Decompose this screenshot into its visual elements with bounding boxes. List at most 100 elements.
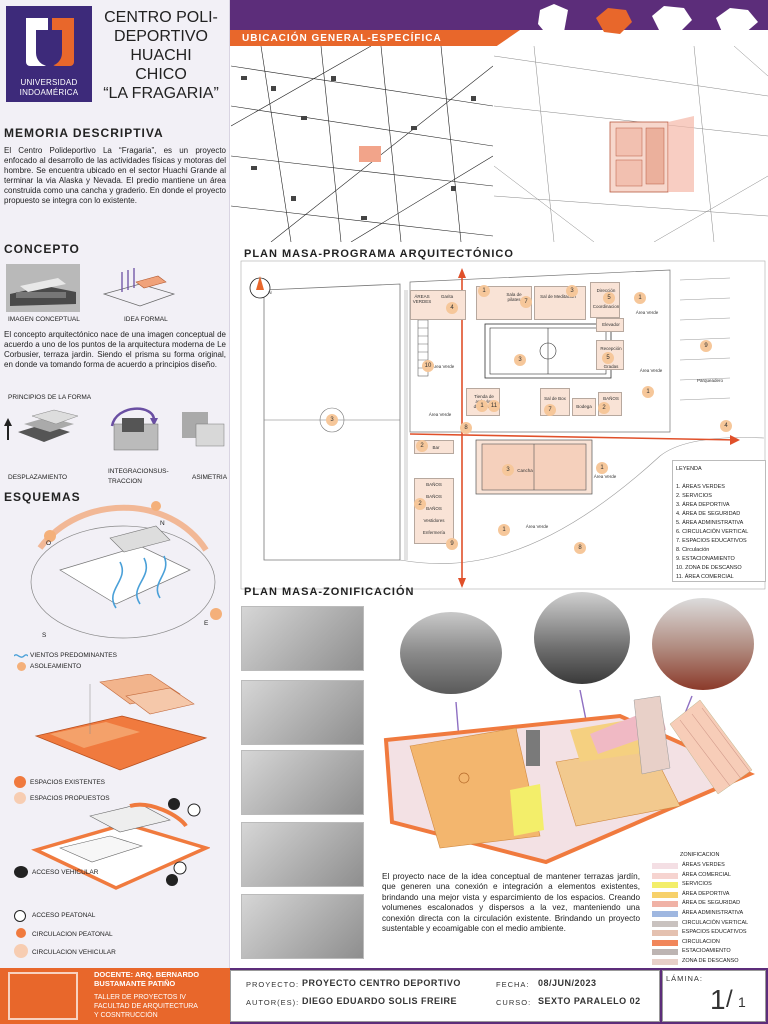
detail-photo-field: [400, 612, 502, 694]
zoning-legend-label: ÁREA COMERCIAL: [682, 871, 731, 878]
title-line-3: HUACHI: [130, 47, 192, 64]
zoning-legend-swatch: [652, 863, 678, 869]
footer-curso-label: CURSO:: [496, 998, 532, 1007]
university-logo: UNIVERSIDAD INDOAMÉRICA: [6, 6, 92, 102]
wind-legend-icon: [14, 654, 28, 658]
badge-3d: 3: [502, 464, 514, 476]
zonificacion-heading: PLAN MASA-ZONIFICACIÓN: [244, 586, 415, 598]
room-label-direccion: Dirección: [596, 288, 616, 293]
badge-2b: 2: [416, 440, 428, 452]
zoning-legend-label: ZONA DE DESCANSO: [682, 958, 739, 964]
site-photo-4: [241, 822, 364, 887]
badge-3a: 3: [566, 285, 578, 297]
title-line-4: CHICO: [135, 66, 187, 83]
room-label-vestidores: Vestidores: [423, 518, 445, 523]
badge-9b: 9: [446, 538, 458, 550]
badge-3b: 3: [514, 354, 526, 366]
principle-2-label-b: TRACCION: [108, 478, 142, 485]
compass-o: O: [46, 540, 52, 547]
pedestrian-circ-icon: [16, 928, 26, 938]
header-orange-strip: [230, 30, 520, 46]
badge-4b: 4: [720, 420, 732, 432]
zoning-legend-label: SERVICIOS: [682, 881, 712, 888]
access-diagram: [31, 798, 210, 890]
principle-2-label-a: INTEGRACIONSUS-: [108, 468, 169, 475]
zoning-legend-title: ZONIFICACION: [680, 852, 720, 858]
site-photo-2: [241, 680, 364, 745]
legend-item-8: 8. Circulación: [676, 547, 710, 553]
room-elevador: [596, 318, 624, 332]
logo-text-1: UNIVERSIDAD: [20, 78, 78, 87]
room-label-box: Sal de Box: [544, 396, 566, 401]
badge-4: 4: [446, 302, 458, 314]
badge-7b: 7: [544, 404, 556, 416]
room-label-banos-2: BAÑOS: [426, 482, 442, 487]
pedestrian-access-label: ACCESO PEATONAL: [32, 912, 96, 919]
specific-location-map: [494, 46, 768, 242]
room-label-parqueadero: Parqueadero: [696, 378, 724, 383]
lamina-total: 1: [738, 994, 746, 1010]
concept-image-caption: IMAGEN CONCEPTUAL: [8, 316, 80, 323]
pedestrian-circ-label: CIRCULACION PEATONAL: [32, 931, 113, 938]
room-label-area-verde-1: Área Verde: [635, 310, 659, 315]
room-label-pilates: Sala de pilates: [506, 292, 522, 302]
zoning-legend-label: CIRCULACIÓN VERTICAL: [682, 919, 749, 926]
zoning-legend-swatch: [652, 920, 678, 927]
plan-legend: [672, 460, 766, 582]
zoning-legend-swatch: [652, 882, 678, 889]
sun-wind-diagram: [30, 501, 222, 639]
zoning-legend-label: ÁREA ADMINISTRATIVA: [682, 910, 744, 916]
room-label-meditacion: Sal de Meditación: [540, 294, 576, 299]
legend-item-1: 1. ÁREAS VERDES: [676, 484, 725, 490]
zoning-legend-swatch: [652, 949, 678, 956]
footer-fecha-value: 08/JUN/2023: [538, 978, 597, 988]
zoning-legend-swatch: [652, 959, 678, 965]
zonificacion-text: El proyecto nace de la idea conceptual d…: [382, 872, 640, 934]
formal-idea-image: [102, 268, 176, 307]
esquemas-heading: ESQUEMAS: [4, 490, 81, 504]
badge-5b: 5: [602, 352, 614, 364]
room-label-bodega: Bodega: [576, 404, 592, 409]
location-maps: [538, 4, 758, 36]
badge-1c: 1: [642, 386, 654, 398]
site-photo-5: [241, 894, 364, 959]
room-label-areas-verdes: ÁREAS VERDES: [412, 294, 432, 304]
principle-3-label: ASIMETRIA: [192, 474, 228, 481]
detail-photo-stands: [534, 592, 630, 684]
principios-label: PRINCIPIOS DE LA FORMA: [8, 394, 92, 401]
proposed-spaces-swatch: [14, 792, 26, 804]
badge-8a: 8: [460, 422, 472, 434]
room-bodega: [572, 398, 596, 416]
room-label-bar: Bar: [432, 445, 440, 450]
detail-photo-terrain: [652, 598, 754, 690]
lamina-slash: /: [726, 986, 733, 1013]
compass-e: E: [204, 620, 209, 627]
zoning-3d-diagram: [383, 690, 755, 865]
vehicle-access-label: ACCESO VEHICULAR: [32, 869, 99, 876]
room-label-area-verde-3: Área Verde: [431, 364, 455, 369]
room-label-cancha: Cancha: [517, 468, 533, 473]
room-label-area-verde-5: Área Verde: [593, 474, 617, 479]
footer-autor-value: DIEGO EDUARDO SOLIS FREIRE: [302, 996, 458, 1006]
footer-curso-value: SEXTO PARALELO 02: [538, 996, 641, 1006]
existing-spaces-swatch: [14, 776, 26, 788]
badge-5a: 5: [603, 292, 615, 304]
legend-item-4: 4. ÁREA DE SEGURIDAD: [676, 511, 741, 517]
footer-info-box: [230, 970, 660, 1022]
room-label-gradas: Gradas: [603, 364, 619, 369]
badge-9: 9: [700, 340, 712, 352]
legend-title: LEYENDA: [676, 466, 702, 472]
legend-item-7: 7. ESPACIOS EDUCATIVOS: [676, 538, 747, 544]
sun-legend-icon: [17, 662, 26, 671]
footer-taller-1: TALLER DE PROYECTOS IV: [94, 994, 186, 1001]
general-location-map: [231, 46, 493, 242]
footer-fecha-label: FECHA:: [496, 980, 530, 989]
logo-text-2: INDOAMÉRICA: [19, 88, 79, 97]
site-photo-1: [241, 606, 364, 671]
zoning-legend-label: ESPACIOS EDUCATIVOS: [682, 929, 747, 936]
room-label-elevador: Elevador: [602, 322, 620, 327]
title-line-2: DEPORTIVO: [114, 28, 208, 45]
badge-2c: 2: [414, 498, 426, 510]
badge-8b: 8: [574, 542, 586, 554]
footer-proyecto-value: PROYECTO CENTRO DEPORTIVO: [302, 978, 461, 988]
